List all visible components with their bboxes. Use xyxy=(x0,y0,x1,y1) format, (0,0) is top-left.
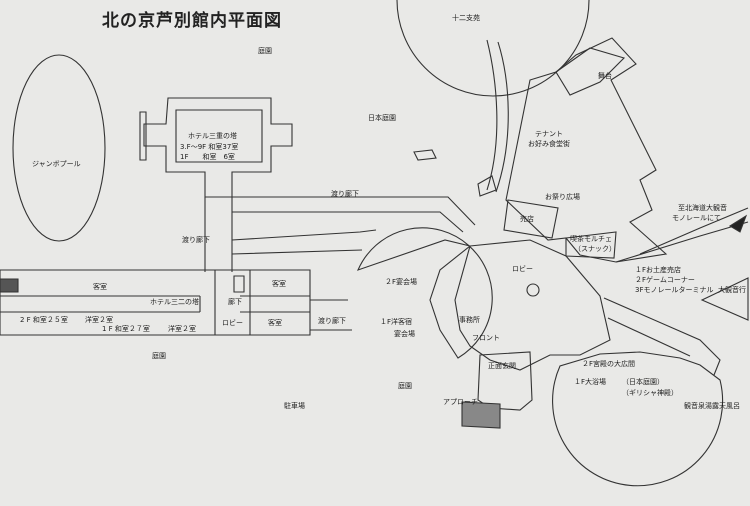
label-festival-plaza: お祭り広場 xyxy=(545,193,580,201)
label-snack-1: 喫茶モルチェ xyxy=(570,235,612,243)
label-to-monorail-1: 至北海道大観音 xyxy=(678,204,727,212)
label-lobby: ロビー xyxy=(512,265,533,273)
label-teien-top: 庭園 xyxy=(258,47,272,55)
label-parking: 駐車場 xyxy=(284,402,305,410)
twelve-shi-garden-shape xyxy=(396,0,590,97)
label-banquet-2f: ２F宴会場 xyxy=(385,278,418,286)
label-washitsu-25: 2 F 和室２５室 xyxy=(20,316,68,324)
label-snack-2: （スナック） xyxy=(574,245,616,253)
label-bath-3: （ギリシャ神殿） xyxy=(622,389,678,397)
label-corridor-upper: 渡り廊下 xyxy=(331,190,359,198)
label-yoshitsu-2a: 洋室２室 xyxy=(85,316,113,324)
label-lobby-small: ロビー xyxy=(222,319,243,327)
label-hotel-2: 3.F〜9F 和室37室 xyxy=(180,143,239,151)
label-floor-info-1: １Fお土産売店 xyxy=(635,266,682,274)
label-bath-1: １F大浴場 xyxy=(574,378,607,386)
label-stage: 舞台 xyxy=(598,72,612,80)
label-floor-info-3: 3Fモノレールターミナル xyxy=(635,286,714,294)
label-corridor-lower: 渡り廊下 xyxy=(318,317,346,325)
label-shop: 売店 xyxy=(520,215,534,223)
label-corridor-short: 廊下 xyxy=(228,298,242,306)
label-corridor-left: 渡り廊下 xyxy=(182,236,210,244)
label-banquet-1f-2: 宴会場 xyxy=(394,330,415,338)
label-banquet-1f-1: １F洋客宿 xyxy=(380,318,413,326)
label-office: 事務所 xyxy=(459,316,480,324)
label-washitsu-27: 1 F 和室２７室 xyxy=(102,325,150,333)
label-tenant-2: お好み食堂街 xyxy=(528,140,570,148)
label-teien-left: 庭園 xyxy=(152,352,166,360)
label-outdoor-bath: 観音泉湯露天風呂 xyxy=(684,402,740,410)
great-hall-shape xyxy=(552,351,724,487)
label-jumbo-pool: ジャンボプール xyxy=(32,160,81,168)
label-hotel-1: ホテル三重の塔 xyxy=(188,132,237,140)
label-hotel-niju: ホテル三二の塔 xyxy=(150,298,199,306)
label-kannon-line: 大観音行 xyxy=(718,286,746,294)
label-guest-left: 客室 xyxy=(93,283,107,291)
label-twelve-shi: 十二支苑 xyxy=(452,14,480,22)
label-front: フロント xyxy=(472,334,500,342)
label-approach: アプローチ xyxy=(443,398,478,406)
label-teien-mid: 庭園 xyxy=(398,382,412,390)
banquet-hall-shape xyxy=(356,227,493,359)
label-floor-info-2: ２Fゲームコーナー xyxy=(635,276,695,284)
map-title: 北の京芦別館内平面図 xyxy=(102,11,282,31)
label-guest-lower: 客室 xyxy=(268,319,282,327)
label-tenant-1: テナント xyxy=(535,130,563,138)
guest-wing-shape xyxy=(0,269,311,336)
label-bath-2: （日本庭園） xyxy=(622,378,664,386)
jumbo-pool-shape xyxy=(12,54,106,242)
label-front-entrance: 正面玄関 xyxy=(488,362,516,370)
label-great-hall: ２F宮殿の大広間 xyxy=(582,360,636,368)
label-to-monorail-2: モノレールにて xyxy=(672,214,721,222)
label-guest-right: 客室 xyxy=(272,280,286,288)
label-hotel-3: 1F 和室 6室 xyxy=(180,153,235,161)
label-japanese-garden: 日本庭園 xyxy=(368,114,396,122)
main-building-shape xyxy=(505,37,668,263)
label-yoshitsu-2b: 洋室２室 xyxy=(168,325,196,333)
